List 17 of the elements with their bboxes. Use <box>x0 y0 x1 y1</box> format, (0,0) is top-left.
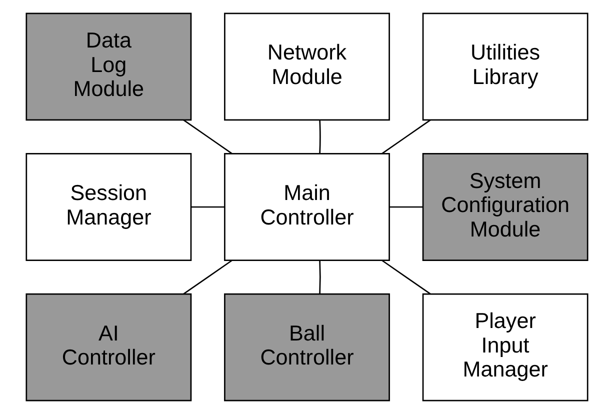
node-box: AI Controller <box>26 293 192 402</box>
node-box: Player Input Manager <box>422 293 588 402</box>
node-box: Session Manager <box>26 153 192 261</box>
node-box: Ball Controller <box>224 293 390 402</box>
connector <box>382 120 431 154</box>
node-box: Utilities Library <box>422 12 588 121</box>
node-box: Data Log Module <box>26 12 192 121</box>
connector <box>319 260 321 294</box>
connector <box>191 206 225 208</box>
node-box: Main Controller <box>224 153 390 261</box>
node-box: System Configuration Module <box>422 153 588 261</box>
connector <box>183 260 232 294</box>
connector <box>382 260 431 294</box>
connector <box>319 120 321 154</box>
connector <box>390 206 423 208</box>
node-box: Network Module <box>224 12 390 121</box>
connector <box>183 120 232 154</box>
